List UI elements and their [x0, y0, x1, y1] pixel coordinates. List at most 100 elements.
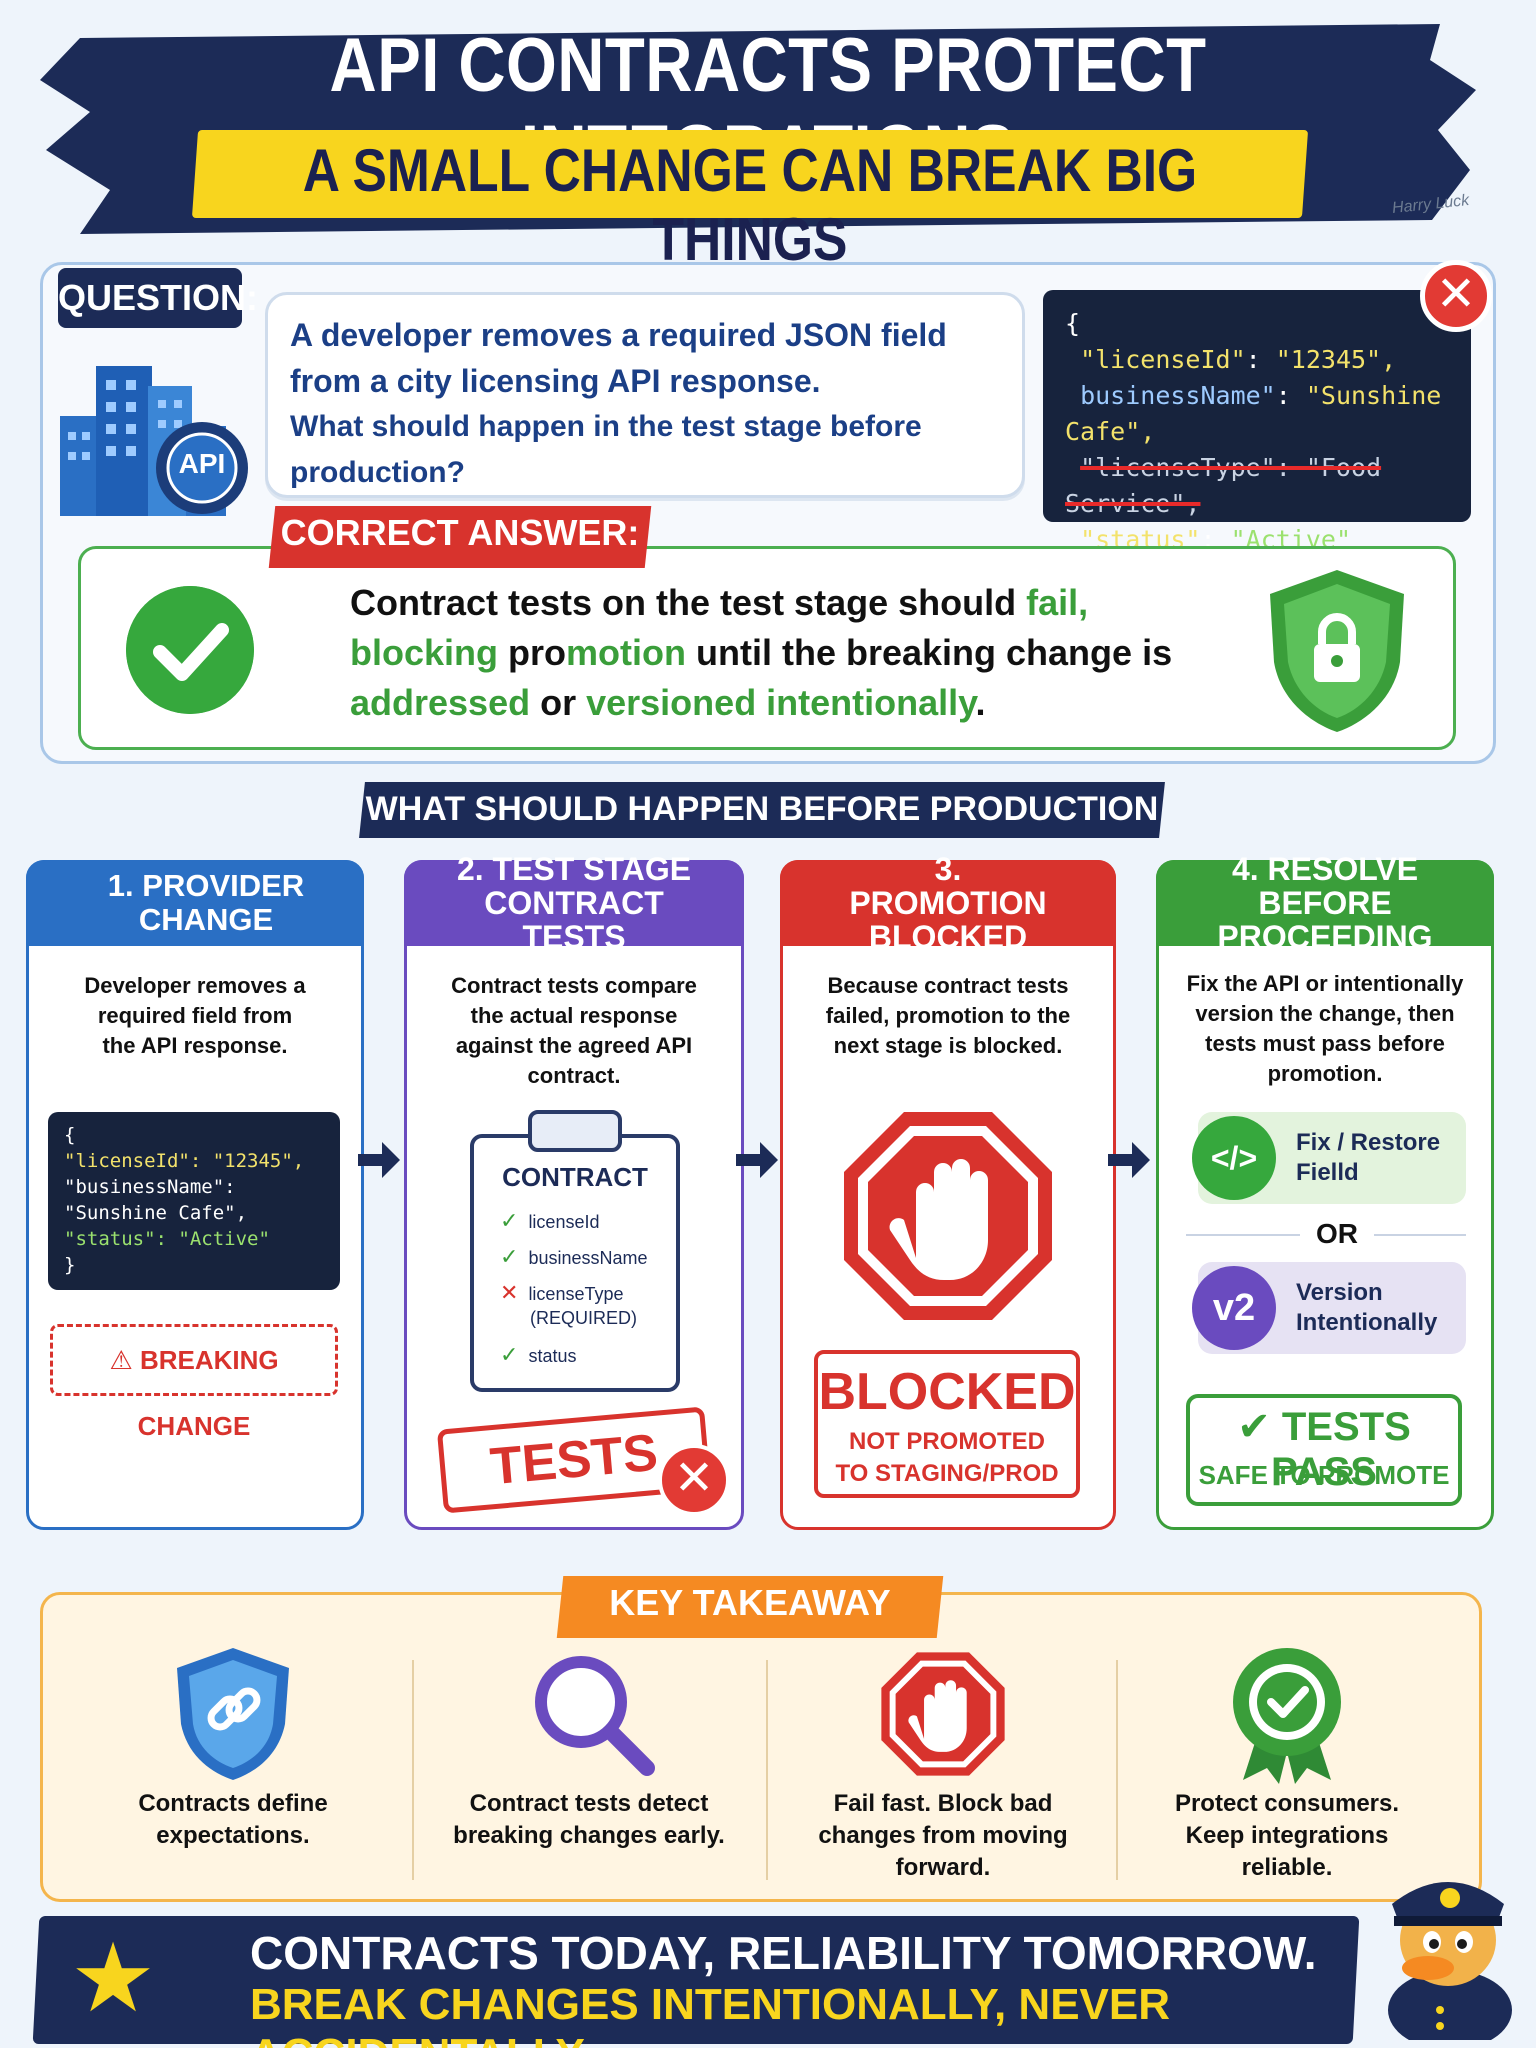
takeaway-line: reliable. [1241, 1854, 1333, 1881]
answer-text-highlight: versioned intentionally [586, 682, 976, 723]
answer-text-highlight: fail, [1026, 582, 1089, 623]
takeaway-line: changes from moving [818, 1822, 1068, 1849]
json-line: "businessName": "Sunshine Cafe", [64, 1176, 248, 1224]
breaking-change-label: BREAKING CHANGE [137, 1345, 279, 1441]
arrow-right-icon [1108, 1142, 1150, 1178]
step-description: Because contract tests failed, promotion… [825, 973, 1071, 1058]
blocked-status-box [814, 1350, 1080, 1498]
breaking-change-badge: ⚠ BREAKING CHANGE [50, 1324, 338, 1441]
step-title: 3. PROMOTION BLOCKED [780, 852, 1116, 954]
takeaway-divider [412, 1660, 414, 1880]
answer-label: CORRECT ANSWER: [280, 512, 640, 553]
fail-x-icon: ✕ [658, 1444, 730, 1516]
json-modified-code: { "licenseId": "12345", "businessName": … [48, 1112, 340, 1290]
step-title: 2. TEST STAGE CONTRACT TESTS [404, 852, 744, 954]
question-text: A developer removes a required JSON fiel… [290, 312, 1020, 496]
answer-text-highlight: motion [566, 632, 686, 673]
option-line: Fix / Restore [1296, 1129, 1441, 1156]
takeaway-item: Protect consumers. Keep integrations relia… [1112, 1640, 1462, 1890]
city-api-icon [60, 366, 248, 516]
arrow-right-icon [736, 1142, 778, 1178]
json-response-code: { "licenseId": "12345", businessName": "… [1043, 290, 1471, 590]
contract-item-missing: ✕licenseType [500, 1280, 624, 1306]
stop-hand-icon [844, 1112, 1052, 1320]
check-circle-icon [126, 586, 254, 714]
check-icon: ✓ [500, 1342, 519, 1367]
takeaway-divider [1116, 1660, 1118, 1880]
option-line: Fielld [1296, 1159, 1359, 1186]
clipboard-clip-icon [528, 1110, 622, 1152]
stop-hand-icon [881, 1652, 1005, 1776]
contract-field: licenseType [528, 1284, 624, 1304]
takeaway-line: Contracts define [138, 1790, 328, 1817]
takeaway-line: breaking changes early. [453, 1822, 725, 1849]
question-line: A developer removes a required JSON fiel… [290, 317, 947, 353]
contract-item: ✓ businessName [500, 1244, 648, 1270]
tests-pass-box [1186, 1394, 1462, 1506]
takeaway-line: Contract tests detect [469, 1790, 709, 1817]
api-badge: API [178, 448, 226, 479]
answer-box [78, 546, 1456, 750]
json-brace: } [64, 1254, 76, 1276]
step-description: Fix the API or intentionally version the… [1186, 971, 1464, 1086]
answer-text: Contract tests on the test stage should … [350, 578, 1210, 728]
option-line: Intentionally [1296, 1309, 1438, 1336]
contract-field: licenseId [528, 1212, 600, 1232]
check-icon: ✓ [500, 1244, 519, 1269]
takeaway-line: forward. [895, 1854, 991, 1881]
json-line-removed: "licenseType": "Food Service", [1065, 450, 1449, 522]
takeaway-line: Protect consumers. [1174, 1790, 1400, 1817]
option-line: Version [1296, 1279, 1383, 1306]
step-description: Developer removes a required field from … [84, 973, 306, 1058]
question-bubble [265, 292, 1025, 498]
question-label: QUESTION: [58, 268, 258, 328]
shield-lock-icon [1270, 570, 1404, 732]
json-line: "licenseId": "12345", [1080, 345, 1397, 374]
contract-field: status [528, 1346, 577, 1366]
contract-field: businessName [528, 1248, 648, 1268]
takeaway-label: KEY TAKEAWAY [609, 1582, 891, 1623]
answer-text-part: or [530, 682, 587, 723]
takeaway-item: Fail fast. Block bad changes from moving f… [768, 1640, 1118, 1890]
json-key: businessName" [1080, 381, 1276, 410]
step-title: 1. PROVIDER CHANGE [26, 860, 364, 946]
arrow-right-icon [358, 1142, 400, 1178]
json-brace: { [64, 1124, 76, 1146]
warning-icon: ⚠ [109, 1345, 140, 1375]
json-brace: { [1065, 309, 1081, 338]
safe-to-promote-label: SAFE TO PROMOTE [1198, 1460, 1450, 1490]
section-heading: WHAT SHOULD HAPPEN BEFORE PRODUCTION [365, 790, 1159, 828]
takeaway-line: Fail fast. Block bad [833, 1790, 1053, 1817]
blocked-detail: NOT PROMOTED TO STAGING/PROD [814, 1426, 1080, 1490]
blocked-label: BLOCKED [818, 1363, 1076, 1421]
star-icon: ★ [70, 1925, 157, 2032]
check-icon: ✓ [500, 1208, 519, 1233]
takeaway-text: Contract tests detect breaking changes ea… [414, 1788, 764, 1852]
error-x-icon: ✕ [1420, 260, 1492, 332]
takeaway-text: Protect consumers. Keep integrations relia… [1112, 1788, 1462, 1884]
blocked-detail-line: TO STAGING/PROD [835, 1460, 1059, 1487]
step-title: 4. RESOLVE BEFORE PROCEEDING [1156, 852, 1494, 954]
contract-item: ✓ status [500, 1342, 576, 1368]
award-check-icon [1233, 1648, 1341, 1784]
takeaway-divider [766, 1660, 768, 1880]
check-circle-icon: ✔ [1237, 1405, 1282, 1449]
answer-text-part: Contract tests on the test stage should [350, 582, 1027, 623]
takeaway-line: expectations. [156, 1822, 310, 1849]
step-description: Contract tests compare the actual respon… [451, 973, 697, 1088]
json-value: "Sunshine Cafe", [1065, 381, 1442, 446]
takeaway-line: Keep integrations [1185, 1822, 1389, 1849]
takeaway-text: Contracts define expectations. [58, 1788, 408, 1852]
json-line: "licenseId": "12345", [64, 1150, 305, 1172]
page-subtitle: A SMALL CHANGE CAN BREAK BIG THINGS [302, 137, 1198, 273]
json-line: "status": "Active" [64, 1228, 270, 1250]
question-line: What should happen in the test stage bef… [290, 410, 922, 489]
question-line: from a city licensing API response. [290, 363, 821, 399]
tests-pass-text: TESTS PASS [1271, 1405, 1411, 1494]
footer-line-2: BREAK CHANGES INTENTIONALLY, NEVER ACCID… [250, 1980, 1171, 2048]
takeaway-text: Fail fast. Block bad changes from moving f… [768, 1788, 1118, 1884]
takeaway-item: Contracts define expectations. [58, 1640, 408, 1890]
duck-captain-mascot-icon [1388, 1882, 1512, 2040]
